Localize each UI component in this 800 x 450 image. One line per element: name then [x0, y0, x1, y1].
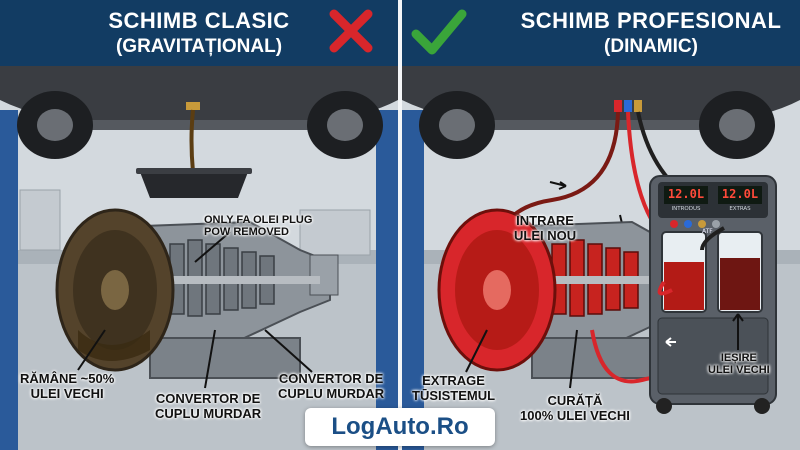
classic-subtitle: (GRAVITAȚIONAL) — [115, 36, 283, 57]
remains-label: RĂMÂNE ~50%ULEI VECHI — [20, 371, 115, 401]
cross-icon — [329, 9, 373, 53]
display-right: 12.0L — [721, 187, 759, 201]
professional-change-illustration — [402, 0, 800, 450]
display-left: 12.0L — [667, 187, 705, 201]
check-icon — [411, 9, 467, 55]
classic-title: SCHIMB CLASIC — [108, 8, 290, 33]
panel-divider — [398, 0, 402, 450]
tank-label: ATF — [702, 228, 713, 235]
professional-title: SCHIMB PROFESIONAL — [520, 8, 782, 33]
professional-subtitle: (DINAMIC) — [604, 36, 698, 57]
brand-logo[interactable]: LogAuto.Ro — [305, 408, 495, 446]
professional-header: SCHIMB PROFESIONAL (DINAMIC) — [402, 0, 800, 66]
classic-change-panel: SCHIMB CLASIC (GRAVITAȚIONAL) ONLY FA OL… — [0, 0, 398, 450]
display-left-caption: INTRODUS — [671, 206, 701, 212]
display-right-caption: EXTRAS — [729, 206, 751, 212]
classic-change-illustration — [0, 0, 398, 450]
professional-change-panel: SCHIMB PROFESIONAL (DINAMIC) 12.0L 12.0L… — [402, 0, 800, 450]
